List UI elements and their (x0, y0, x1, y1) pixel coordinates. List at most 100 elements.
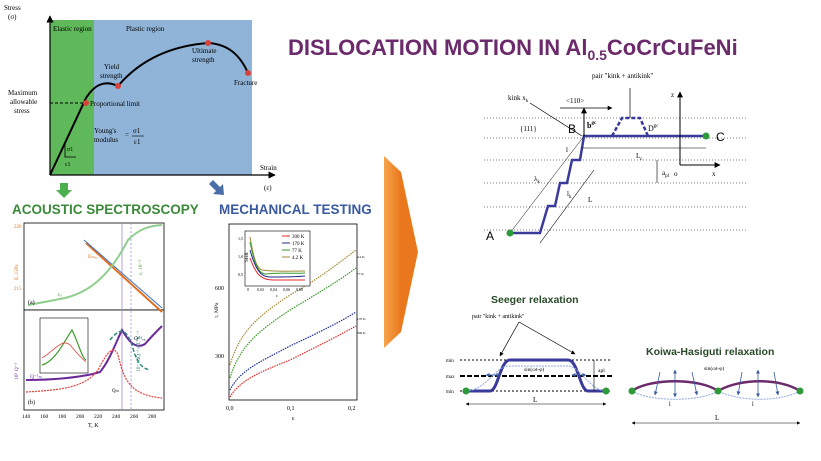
inset-y-tick: 1,5 (238, 236, 243, 242)
yield-label-1: Yield (104, 63, 120, 71)
mechanical-inset-300k (249, 257, 305, 281)
legend-77k: 77 K (292, 249, 302, 254)
inset-x-tick: 0 (247, 287, 249, 292)
acoustic-bottom-left-label: 10⁵ Q⁻¹ (14, 362, 20, 380)
lc-label: Lc (636, 152, 643, 162)
seeger-min-label: min (446, 359, 454, 364)
max-allow-label-2: allowable (10, 98, 37, 106)
mechanical-end-label: 300 K (357, 331, 366, 335)
acoustic-top-left-label: E, GPa (14, 264, 20, 280)
ultimate-label-2: strength (192, 56, 215, 64)
seeger-pointer-right (518, 321, 576, 355)
stress-label: Stress (4, 4, 21, 12)
seeger-min-label: min (446, 390, 454, 395)
acoustic-inset-curve (41, 328, 87, 366)
strain-symbol: (ε) (264, 184, 272, 192)
d-label: Dgc (648, 124, 659, 133)
burgers-label: bgc (587, 121, 597, 130)
legend-170k: 170 K (292, 242, 305, 247)
youngs-label-1: Young's (94, 127, 117, 135)
acoustic-top-left-tick: 220 (14, 225, 22, 230)
mechanical-series-300k (229, 325, 357, 398)
lk-label: lk (567, 190, 572, 200)
acoustic-inset-curve-2 (41, 342, 87, 363)
proportional-label: Proportional limit (90, 100, 140, 108)
mechanical-series-77k (229, 267, 357, 379)
inset-x-tick: 0,08 (296, 287, 303, 293)
stress-symbol: (σ) (8, 13, 17, 21)
acoustic-section-title: ACOUSTIC SPECTROSCOPY (12, 202, 199, 217)
lambda-label: λk (534, 175, 540, 185)
svg-text:DISLOCATION MOTION IN Al0.5CoC: DISLOCATION MOTION IN Al0.5CoCrCuFeNi (288, 35, 738, 63)
mechanical-chart: 300 K 170 K 77 K 4.2 K SHR 0 0,02 0,04 0… (214, 223, 366, 422)
youngs-equals: = (125, 131, 129, 139)
acoustic-annotation: Qₜₕ (112, 389, 119, 394)
koiwa-L-label: L (715, 414, 719, 422)
koiwa-pin-left (628, 387, 636, 395)
koiwa-pin-right (796, 387, 804, 395)
ultimate-point (205, 40, 211, 46)
acoustic-modulus-fit (83, 239, 163, 309)
big-orange-arrow-tip-icon (401, 172, 418, 332)
youngs-numerator: σ1 (133, 127, 141, 135)
average-line (509, 135, 585, 234)
mechanical-y-label: τ, MPa (214, 302, 220, 318)
inset-y-tick: 0,5 (238, 272, 243, 278)
acoustic-chart: (a) (b) 140 160 180 200 220 240 260 280 … (14, 222, 165, 429)
ultimate-label-1: Ultimate (192, 47, 217, 55)
legend-4k: 4.2 K (292, 256, 304, 261)
point-b-label: B (568, 122, 576, 136)
mechanical-x-tick: 0,1 (287, 406, 295, 412)
proportional-point (83, 100, 89, 106)
page-title: DISLOCATION MOTION IN Al0.5CoCrCuFeNi (288, 35, 738, 63)
point-a-label: A (486, 229, 494, 243)
kink-pointer (529, 102, 583, 137)
seeger-pin-left (462, 387, 470, 395)
mechanical-y-tick: 600 (215, 286, 224, 292)
plastic-region (94, 20, 252, 175)
max-allow-label-1: Maximum (8, 89, 38, 97)
x-axis-label: x (712, 170, 716, 178)
acoustic-top-left-tick: 215 (14, 287, 22, 292)
koiwa-title: Koiwa-Hasiguti relaxation (646, 346, 774, 358)
acoustic-q-curve (25, 325, 163, 381)
seeger-title: Seeger relaxation (491, 294, 579, 306)
stress-strain-curve (49, 41, 249, 176)
acoustic-x-tick: 280 (148, 414, 157, 420)
koiwa-l1-label: l (669, 402, 671, 408)
koiwa-arrow-icon (691, 371, 699, 396)
mechanical-series-4k (229, 249, 357, 366)
acoustic-modulus-curve (85, 242, 163, 313)
seeger-apl-label: apl (598, 368, 605, 374)
seeger-L-label: L (533, 396, 537, 404)
title-rest: CoCrCuFeNi (607, 35, 738, 60)
seeger-pointer-left (499, 321, 520, 357)
origin-label: o (674, 170, 678, 178)
acoustic-annotation: Eₘₐₓ (88, 254, 98, 260)
inset-x-tick: 0,04 (270, 287, 277, 293)
seeger-pair-label: pair "kink + antikink" (472, 314, 525, 320)
acoustic-a-label: (a) (28, 299, 35, 306)
z-axis-label: z (671, 91, 674, 99)
plane-label: {111} (520, 125, 537, 133)
acoustic-x-tick: 160 (40, 414, 49, 420)
big-orange-arrow-icon (384, 156, 401, 348)
inset-x-tick: 0,06 (283, 287, 290, 293)
inset-x-tick: 0,02 (257, 287, 264, 293)
slope-sigma: σ1 (67, 147, 73, 153)
seeger-pin-right (602, 387, 610, 395)
acoustic-x-tick: 220 (94, 414, 103, 420)
yield-point (115, 83, 121, 89)
mechanical-end-label: 77 K (357, 272, 364, 276)
fracture-point (245, 70, 251, 76)
koiwa-arrow-icon (773, 371, 780, 396)
koiwa-arrow-icon (736, 371, 743, 396)
title-main: DISLOCATION MOTION IN Al (288, 35, 587, 60)
mechanical-series-170k (229, 311, 357, 391)
mechanical-x-label: ε (292, 416, 295, 422)
mechanical-inset-77k (249, 241, 306, 275)
seeger-sin-label: sin(ωt-φ) (524, 366, 544, 373)
mechanical-end-label: 4.2 K (357, 255, 365, 259)
seeger-max-label: max (446, 375, 455, 380)
acoustic-x-tick: 260 (130, 414, 139, 420)
